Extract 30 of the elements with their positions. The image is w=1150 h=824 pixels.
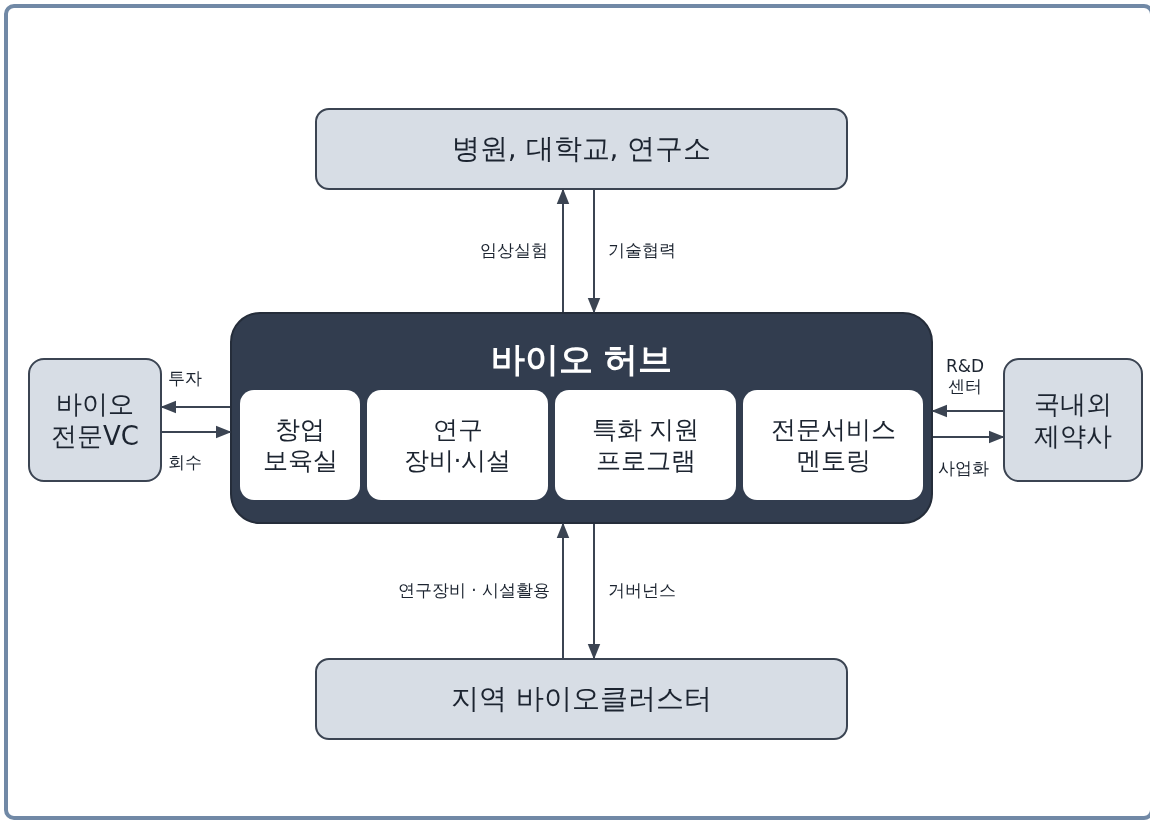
arrow: [931, 404, 1004, 418]
box-label: 전문서비스 멘토링: [769, 413, 897, 477]
entity-box: [1003, 358, 1143, 482]
arrow: [160, 400, 231, 414]
box-label: 창업 보육실: [261, 413, 339, 477]
service-box: [367, 390, 548, 500]
service-box: [240, 390, 360, 500]
arrow: [932, 430, 1005, 444]
edge-label: 거버넌스: [606, 580, 678, 601]
service-box: [555, 390, 736, 500]
entity-box: [315, 108, 848, 190]
edge-label: 회수: [166, 452, 204, 473]
edge-label: 투자: [166, 368, 204, 389]
hub-panel: [230, 312, 933, 524]
arrow: [161, 425, 232, 439]
box-label: 특화 지원 프로그램: [590, 413, 701, 477]
box-label: 연구 장비·시설: [402, 413, 513, 477]
entity-box: [315, 658, 848, 740]
arrow: [587, 523, 601, 660]
box-label: 병원, 대학교, 연구소: [451, 131, 712, 167]
box-label: 지역 바이오클러스터: [451, 681, 712, 717]
arrow: [587, 189, 601, 314]
arrow: [556, 188, 570, 313]
service-box: [743, 390, 923, 500]
box-label: 바이오 전문VC: [50, 387, 140, 453]
arrow: [556, 522, 570, 659]
hub-title: 바이오 허브: [489, 338, 674, 381]
entity-box: [28, 358, 162, 482]
edge-label: 사업화: [936, 458, 991, 479]
box-label: 국내외 제약사: [1033, 387, 1113, 453]
